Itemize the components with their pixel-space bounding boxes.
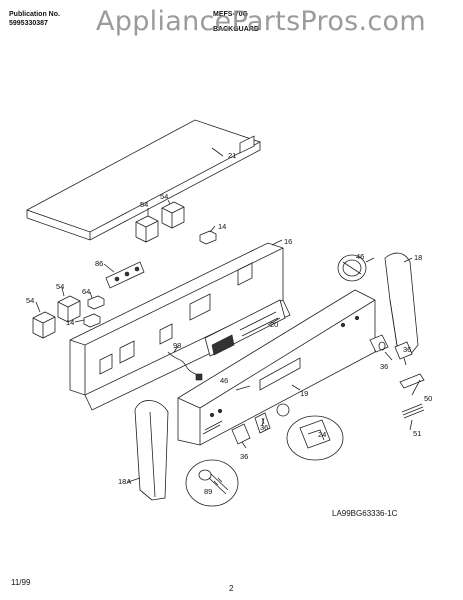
part-20-clock-control: [204, 299, 286, 357]
callout-98: 98: [173, 341, 181, 350]
switch-left-2: [57, 295, 81, 323]
part-46-knob-large: [337, 254, 367, 282]
callout-36-b: 36: [380, 362, 388, 371]
knob-36-lower: [231, 423, 251, 445]
knob-36-right: [369, 334, 389, 353]
callout-46-b: 46: [220, 376, 228, 385]
part-16-control-housing: [69, 135, 291, 411]
footer-date: 11/99: [11, 578, 31, 587]
callout-14-a: 14: [218, 222, 226, 231]
part-21-top-trim: [26, 119, 262, 241]
switch-upper-1: [135, 215, 159, 243]
callout-46-a: 46: [356, 252, 364, 261]
callout-21: 21: [228, 151, 236, 160]
callout-19: 19: [300, 389, 308, 398]
part-86-terminal-block: [105, 261, 145, 289]
callout-50: 50: [424, 394, 432, 403]
callout-54-a: 54: [140, 200, 148, 209]
callout-18: 18: [414, 253, 422, 262]
knob-small-center: [276, 403, 290, 417]
publication-label: Publication No.: [9, 11, 60, 18]
part-89-screw: [185, 459, 239, 507]
page-number: 2: [229, 584, 234, 593]
callout-36-c: 36: [260, 423, 268, 432]
watermark: AppliancePartsPros.com: [96, 6, 426, 37]
diagram-code: LA99BG63336-1C: [332, 509, 398, 518]
callout-89: 89: [204, 487, 212, 496]
callout-36-a: 36: [403, 345, 411, 354]
switch-left-1: [32, 311, 56, 339]
part-18-right-end-cap: [384, 252, 419, 356]
callout-54-b: 54: [160, 192, 168, 201]
clip-14-lower: [83, 313, 101, 328]
callout-54-c: 54: [26, 296, 34, 305]
part-98-wire-harness: [167, 351, 203, 381]
part-18A-left-end-cap: [134, 400, 169, 501]
callout-16: 16: [284, 237, 292, 246]
callout-64: 64: [82, 287, 90, 296]
clip-14-upper: [199, 230, 217, 245]
section-title: BACKGUARD: [213, 26, 259, 33]
switch-upper-2: [161, 201, 185, 229]
part-19-front-panel: [177, 289, 376, 446]
callout-51: 51: [413, 429, 421, 438]
part-24-rocker-switch: [286, 415, 344, 461]
callout-54-d: 54: [56, 282, 64, 291]
callout-labels: 21 54 54 14 16 86 54 54 64 14 46 18 20 9…: [26, 151, 432, 496]
leader-lines: [35, 147, 421, 483]
part-50-clip: [399, 373, 425, 389]
callout-20: 20: [270, 320, 278, 329]
publication-number: 5995330387: [9, 20, 48, 27]
clip-64: [87, 295, 105, 310]
part-51-spring: [401, 403, 425, 419]
model-number: MEFS-70G: [213, 11, 249, 18]
knob-36-far-right: [394, 341, 413, 360]
callout-36-d: 36: [240, 452, 248, 461]
callout-18A: 18A: [118, 477, 131, 486]
callout-14-b: 14: [66, 318, 74, 327]
callout-86: 86: [95, 259, 103, 268]
callout-24: 24: [318, 430, 326, 439]
